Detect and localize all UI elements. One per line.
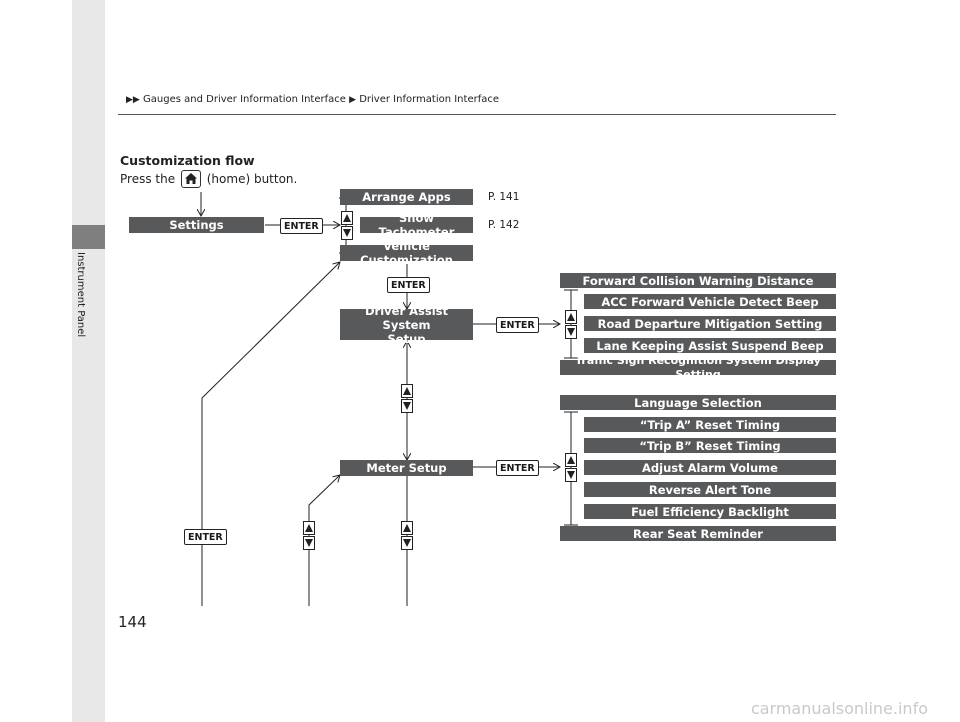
list-item-alarm-volume[interactable]: Adjust Alarm Volume: [584, 460, 836, 475]
show-tachometer-box[interactable]: Show Tachometer: [360, 211, 473, 239]
list-item-forward-collision[interactable]: Forward Collision Warning Distance: [560, 273, 836, 288]
breadcrumb-arrow-icon: ▶: [349, 95, 357, 105]
driver-assist-line1: Driver Assist System: [364, 303, 448, 332]
page-ref-show-tachometer[interactable]: P. 142: [488, 219, 520, 231]
section-title: Customization flow: [120, 153, 255, 168]
header-rule: [118, 114, 836, 115]
home-button-icon: [180, 170, 201, 188]
page-number: 144: [118, 613, 147, 631]
list-item-language[interactable]: Language Selection: [560, 395, 836, 410]
up-down-arrows-icon: [565, 453, 577, 483]
instruction-before: Press the: [120, 172, 176, 186]
enter-button-icon: ENTER: [496, 317, 539, 333]
enter-button-icon: ENTER: [496, 460, 539, 476]
page-ref-arrange-apps[interactable]: P. 141: [488, 191, 520, 203]
driver-assist-box[interactable]: Driver Assist System Setup: [340, 304, 473, 346]
up-down-arrows-icon: [341, 211, 353, 241]
instruction-text: Press the (home) button.: [120, 170, 297, 188]
up-down-arrows-icon: [303, 521, 315, 551]
breadcrumb: ▶▶ Gauges and Driver Information Interfa…: [126, 94, 499, 105]
meter-setup-box[interactable]: Meter Setup: [340, 460, 473, 476]
list-item-fuel-backlight[interactable]: Fuel Efficiency Backlight: [584, 504, 836, 519]
driver-assist-line2: Setup: [387, 331, 426, 346]
enter-button-icon: ENTER: [280, 218, 323, 234]
breadcrumb-arrow-icon: ▶▶: [126, 95, 140, 105]
list-item-rear-seat[interactable]: Rear Seat Reminder: [560, 526, 836, 541]
up-down-arrows-icon: [401, 384, 413, 414]
list-item-reverse-alert[interactable]: Reverse Alert Tone: [584, 482, 836, 497]
sidebar-section-tab: [72, 225, 105, 249]
breadcrumb-item-2[interactable]: Driver Information Interface: [359, 94, 500, 105]
list-item-acc-beep[interactable]: ACC Forward Vehicle Detect Beep: [584, 294, 836, 309]
list-item-trip-a[interactable]: “Trip A” Reset Timing: [584, 417, 836, 432]
list-item-road-departure[interactable]: Road Departure Mitigation Setting: [584, 316, 836, 331]
up-down-arrows-icon: [565, 310, 577, 340]
enter-button-icon: ENTER: [387, 277, 430, 293]
breadcrumb-item-1[interactable]: Gauges and Driver Information Interface: [143, 94, 346, 105]
watermark: carmanualsonline.info: [750, 699, 928, 718]
list-item-traffic-sign[interactable]: Traffic Sign Recognition System Display …: [560, 354, 836, 381]
vehicle-customization-box[interactable]: Vehicle Customization: [340, 239, 473, 267]
enter-button-icon: ENTER: [184, 529, 227, 545]
up-down-arrows-icon: [401, 521, 413, 551]
arrange-apps-box[interactable]: Arrange Apps: [340, 189, 473, 205]
settings-box[interactable]: Settings: [129, 217, 264, 233]
list-item-trip-b[interactable]: “Trip B” Reset Timing: [584, 438, 836, 453]
instruction-after: (home) button.: [206, 172, 298, 186]
list-item-lane-keeping[interactable]: Lane Keeping Assist Suspend Beep: [584, 338, 836, 353]
sidebar-strip: [72, 0, 105, 722]
